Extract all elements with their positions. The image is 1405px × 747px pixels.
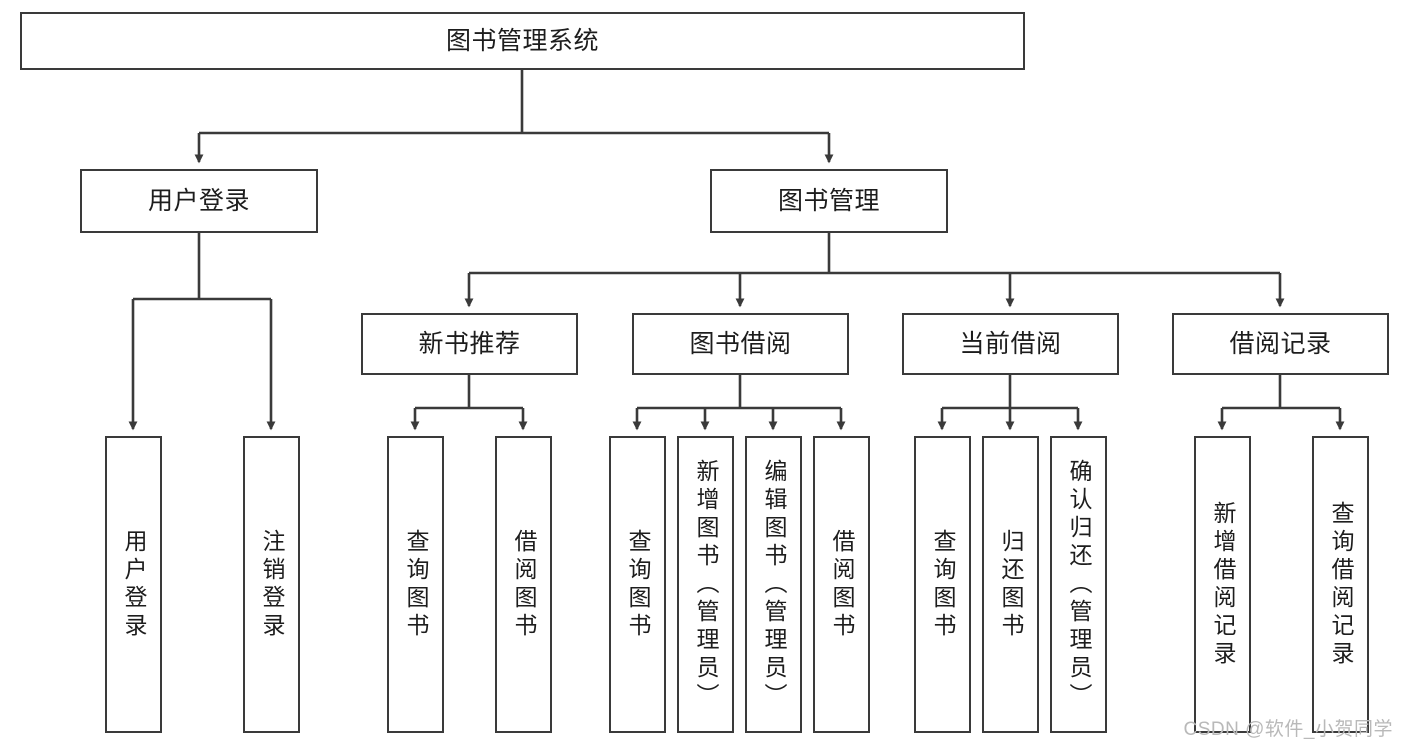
node-current-borrow[interactable]: 当前借阅 bbox=[902, 313, 1119, 375]
leaf-query-book-3[interactable]: 查询图书 bbox=[914, 436, 971, 733]
leaf-edit-book-label: 编辑图书（管理员） bbox=[761, 458, 787, 711]
leaf-borrow-book-2[interactable]: 借阅图书 bbox=[813, 436, 870, 733]
leaf-borrow-book-1[interactable]: 借阅图书 bbox=[495, 436, 552, 733]
leaf-add-record-label: 新增借阅记录 bbox=[1210, 500, 1236, 669]
leaf-add-book[interactable]: 新增图书（管理员） bbox=[677, 436, 734, 733]
leaf-user-login-label: 用户登录 bbox=[121, 528, 147, 641]
node-user-login-label: 用户登录 bbox=[147, 186, 250, 215]
leaf-return-book[interactable]: 归还图书 bbox=[982, 436, 1039, 733]
node-root[interactable]: 图书管理系统 bbox=[20, 12, 1025, 70]
leaf-query-book-2-label: 查询图书 bbox=[625, 528, 651, 641]
leaf-query-record-label: 查询借阅记录 bbox=[1328, 500, 1354, 669]
leaf-borrow-book-1-label: 借阅图书 bbox=[511, 528, 537, 641]
leaf-user-login[interactable]: 用户登录 bbox=[105, 436, 162, 733]
node-user-login[interactable]: 用户登录 bbox=[80, 169, 318, 233]
node-root-label: 图书管理系统 bbox=[445, 26, 599, 55]
leaf-borrow-book-2-label: 借阅图书 bbox=[829, 528, 855, 641]
leaf-user-logout-label: 注销登录 bbox=[259, 528, 285, 641]
leaf-query-book-2[interactable]: 查询图书 bbox=[609, 436, 666, 733]
leaf-return-book-label: 归还图书 bbox=[998, 528, 1024, 641]
node-new-book-recommend[interactable]: 新书推荐 bbox=[361, 313, 578, 375]
leaf-query-record[interactable]: 查询借阅记录 bbox=[1312, 436, 1369, 733]
leaf-query-book-3-label: 查询图书 bbox=[930, 528, 956, 641]
node-book-manage[interactable]: 图书管理 bbox=[710, 169, 948, 233]
leaf-confirm-return-label: 确认归还（管理员） bbox=[1066, 458, 1092, 711]
node-book-borrow-label: 图书借阅 bbox=[689, 329, 792, 358]
csdn-watermark: CSDN @软件_小贺同学 bbox=[1183, 719, 1393, 740]
node-new-book-recommend-label: 新书推荐 bbox=[418, 329, 521, 358]
leaf-edit-book[interactable]: 编辑图书（管理员） bbox=[745, 436, 802, 733]
node-book-borrow[interactable]: 图书借阅 bbox=[632, 313, 849, 375]
leaf-add-record[interactable]: 新增借阅记录 bbox=[1194, 436, 1251, 733]
leaf-user-logout[interactable]: 注销登录 bbox=[243, 436, 300, 733]
leaf-add-book-label: 新增图书（管理员） bbox=[693, 458, 719, 711]
node-book-manage-label: 图书管理 bbox=[777, 186, 880, 215]
node-borrow-record[interactable]: 借阅记录 bbox=[1172, 313, 1389, 375]
node-current-borrow-label: 当前借阅 bbox=[959, 329, 1062, 358]
leaf-query-book-1[interactable]: 查询图书 bbox=[387, 436, 444, 733]
leaf-query-book-1-label: 查询图书 bbox=[403, 528, 429, 641]
leaf-confirm-return[interactable]: 确认归还（管理员） bbox=[1050, 436, 1107, 733]
node-borrow-record-label: 借阅记录 bbox=[1229, 329, 1332, 358]
